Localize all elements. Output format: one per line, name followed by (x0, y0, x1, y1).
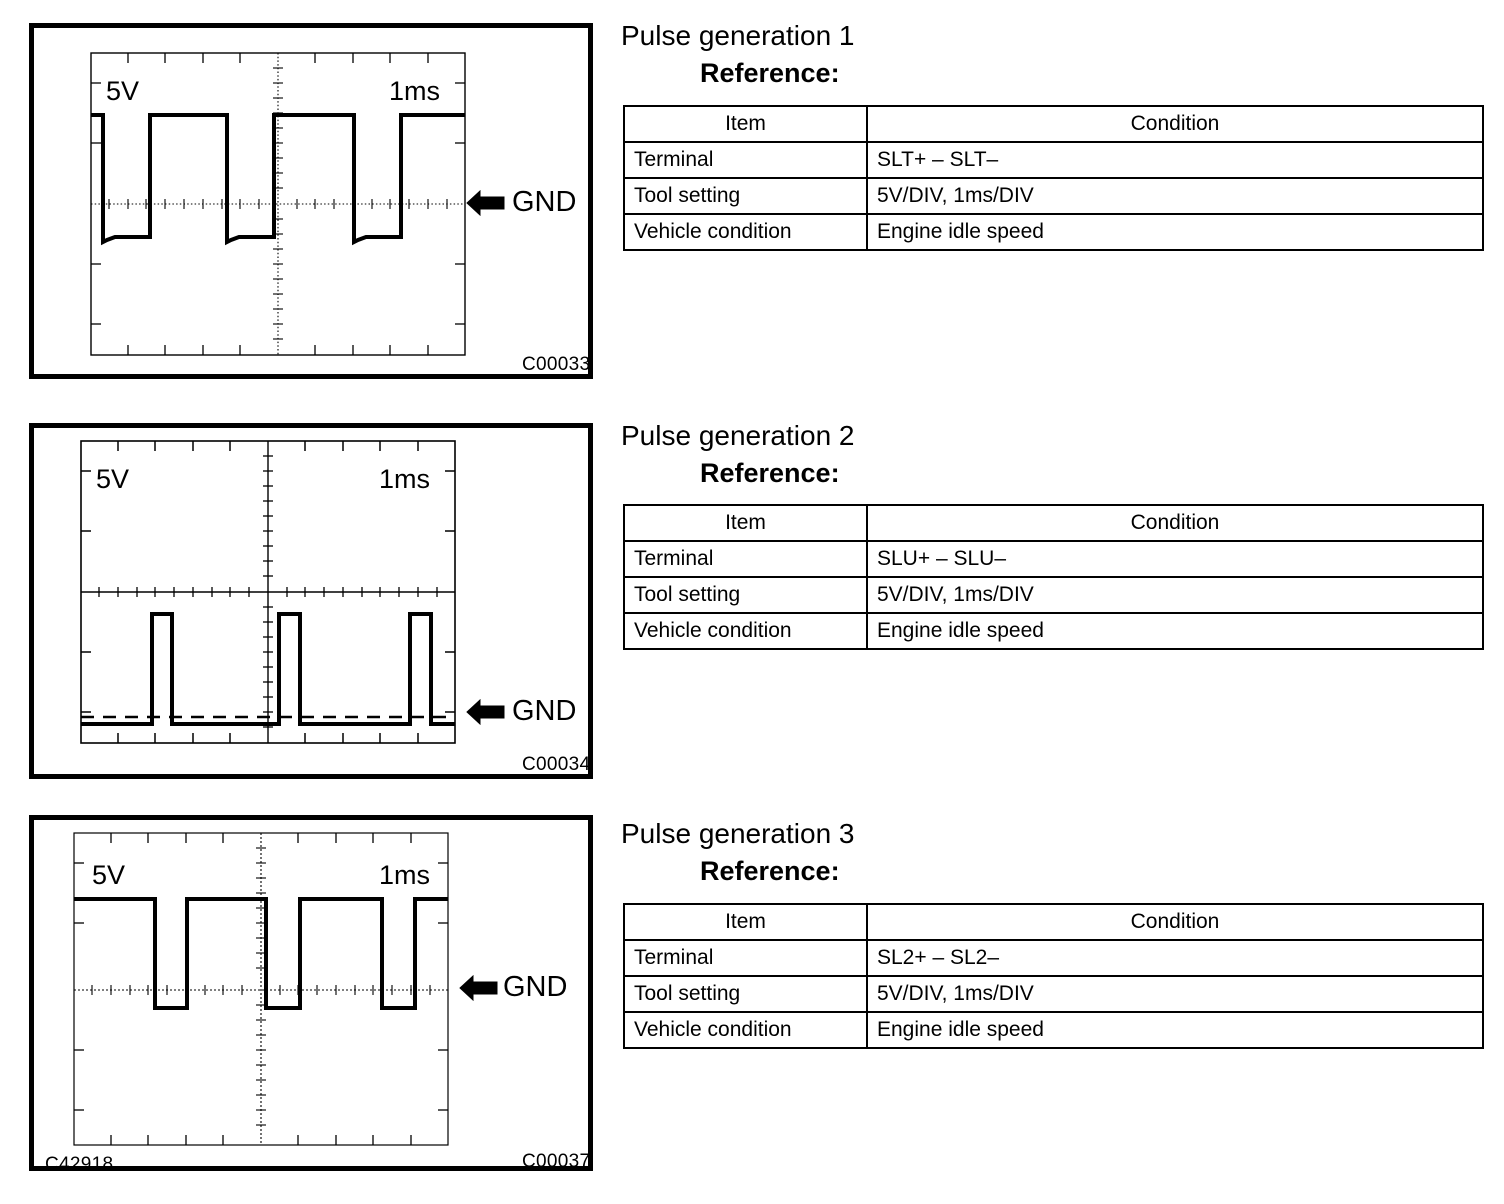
table-row: Terminal SL2+ – SL2– (623, 939, 1484, 977)
table-cell-item: Tool setting (623, 576, 868, 614)
table-cell-condition: SL2+ – SL2– (866, 939, 1484, 977)
gnd-arrow-3 (459, 975, 498, 1001)
gnd-label-2: GND (512, 695, 577, 727)
table-row: Item Condition (623, 504, 1484, 542)
scope-1-code: C00033 (522, 354, 591, 375)
section-reference-1: Reference: (700, 58, 840, 88)
scope-panel-1: 5V 1ms C00033 (29, 23, 593, 379)
table-row: Tool setting 5V/DIV, 1ms/DIV (623, 177, 1484, 215)
scope-panel-3: 5V 1ms C42918 C00037 (29, 815, 593, 1175)
scope-waveform-1 (90, 52, 466, 356)
table-header-item: Item (623, 504, 868, 542)
table-cell-item: Terminal (623, 939, 868, 977)
table-cell-item: Tool setting (623, 177, 868, 215)
reference-table-3: Item Condition Terminal SL2+ – SL2– Tool… (623, 903, 1484, 1049)
table-cell-condition: SLU+ – SLU– (866, 540, 1484, 578)
table-cell-condition: 5V/DIV, 1ms/DIV (866, 576, 1484, 614)
table-cell-condition: SLT+ – SLT– (866, 141, 1484, 179)
table-header-condition: Condition (866, 504, 1484, 542)
table-cell-item: Terminal (623, 540, 868, 578)
table-row: Item Condition (623, 903, 1484, 941)
section-reference-3: Reference: (700, 856, 840, 886)
scope-3-corner-code: C42918 (45, 1154, 114, 1175)
table-cell-condition: Engine idle speed (866, 213, 1484, 251)
gnd-label-1: GND (512, 186, 577, 218)
table-cell-item: Vehicle condition (623, 612, 868, 650)
gnd-arrow-1 (466, 190, 505, 216)
table-row: Vehicle condition Engine idle speed (623, 213, 1484, 251)
scope-3-code: C00037 (522, 1151, 591, 1172)
section-reference-2: Reference: (700, 458, 840, 488)
scope-panel-2: 5V 1ms C00034 (29, 423, 593, 779)
table-cell-item: Vehicle condition (623, 213, 868, 251)
reference-table-2: Item Condition Terminal SLU+ – SLU– Tool… (623, 504, 1484, 650)
table-header-item: Item (623, 903, 868, 941)
table-cell-condition: Engine idle speed (866, 1011, 1484, 1049)
reference-table-1: Item Condition Terminal SLT+ – SLT– Tool… (623, 105, 1484, 251)
section-title-2: Pulse generation 2 (621, 420, 855, 451)
gnd-label-3: GND (503, 971, 568, 1003)
table-cell-item: Tool setting (623, 975, 868, 1013)
scope-2-time-label: 1ms (379, 464, 431, 494)
table-row: Vehicle condition Engine idle speed (623, 612, 1484, 650)
table-header-condition: Condition (866, 903, 1484, 941)
scope-1-time-label: 1ms (389, 76, 441, 106)
table-header-condition: Condition (866, 105, 1484, 143)
table-cell-item: Vehicle condition (623, 1011, 868, 1049)
scope-3-time-label: 1ms (379, 860, 431, 890)
table-cell-condition: Engine idle speed (866, 612, 1484, 650)
table-row: Tool setting 5V/DIV, 1ms/DIV (623, 975, 1484, 1013)
scope-2-volt-label: 5V (96, 464, 130, 494)
scope-waveform-3 (73, 832, 449, 1146)
section-title-1: Pulse generation 1 (621, 20, 855, 51)
table-cell-condition: 5V/DIV, 1ms/DIV (866, 177, 1484, 215)
scope-waveform-2 (80, 440, 456, 744)
table-cell-condition: 5V/DIV, 1ms/DIV (866, 975, 1484, 1013)
section-title-3: Pulse generation 3 (621, 818, 855, 849)
table-header-item: Item (623, 105, 868, 143)
table-row: Terminal SLT+ – SLT– (623, 141, 1484, 179)
scope-1-volt-label: 5V (106, 76, 140, 106)
gnd-arrow-2 (466, 699, 505, 725)
scope-3-volt-label: 5V (92, 860, 126, 890)
table-row: Terminal SLU+ – SLU– (623, 540, 1484, 578)
table-row: Vehicle condition Engine idle speed (623, 1011, 1484, 1049)
table-row: Tool setting 5V/DIV, 1ms/DIV (623, 576, 1484, 614)
scope-2-code: C00034 (522, 754, 591, 775)
table-cell-item: Terminal (623, 141, 868, 179)
table-row: Item Condition (623, 105, 1484, 143)
